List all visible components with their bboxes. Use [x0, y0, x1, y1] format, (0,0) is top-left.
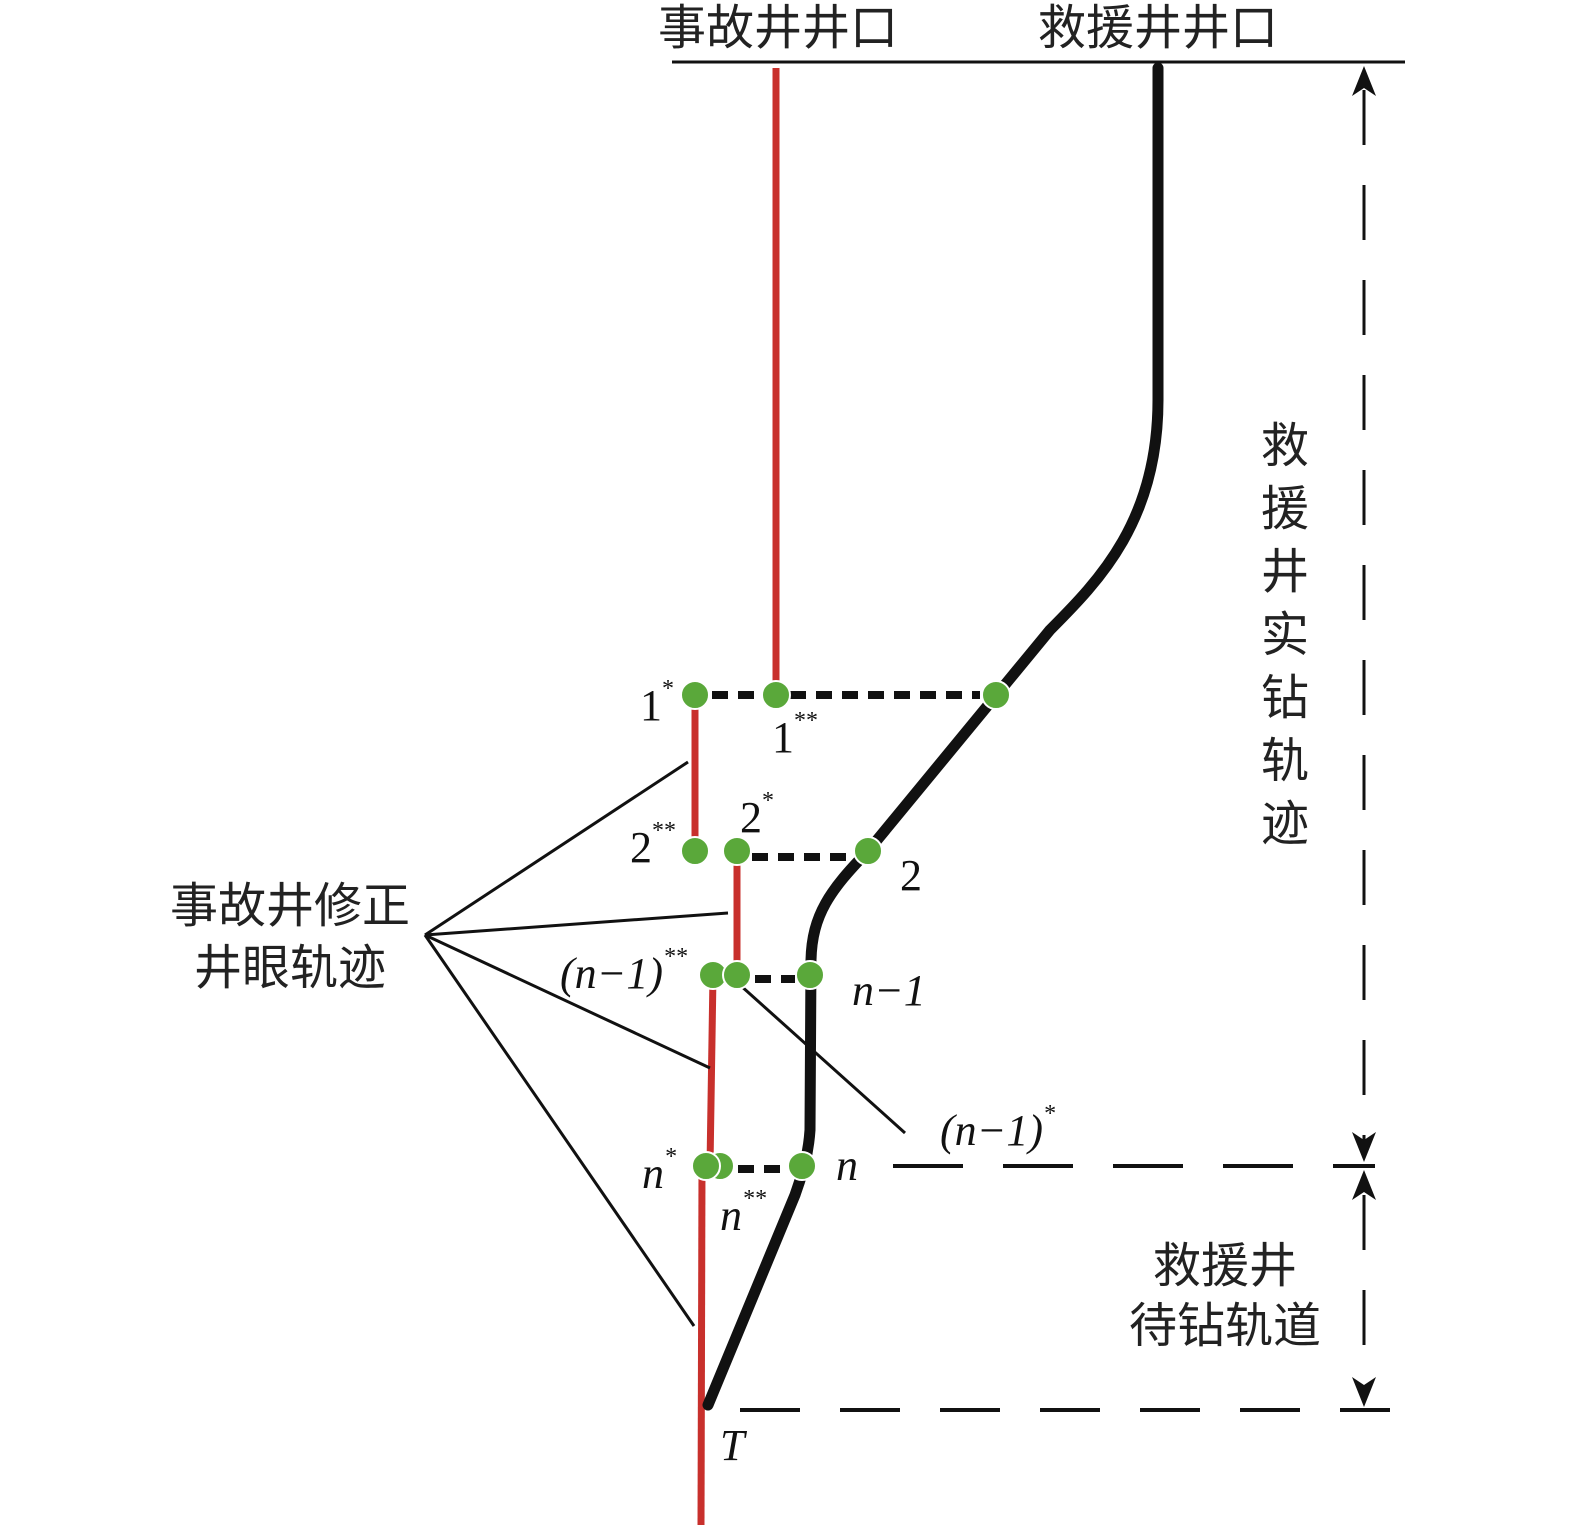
arrow-down-icon: [1352, 1132, 1376, 1162]
relief-wellhead-label: 救援井井口: [1038, 0, 1278, 56]
arrow-up-icon: [1352, 66, 1376, 96]
label-target: T: [720, 1421, 748, 1470]
label-1-star: 1*: [640, 676, 674, 730]
label-2-dstar: 2**: [630, 818, 676, 872]
label-2: 2: [900, 851, 922, 900]
svg-text:井: 井: [1261, 544, 1309, 600]
drilled-dimension: [740, 90, 1390, 1412]
point-n1-star: [722, 960, 752, 990]
point-1-star: [680, 680, 710, 710]
leader-lines: [423, 760, 907, 1327]
relief-todrill-label-1: 救援井: [1153, 1238, 1297, 1294]
label-n-star: n*: [642, 1144, 676, 1198]
accident-well-trajectory: [691, 68, 780, 1526]
label-n: n: [836, 1141, 858, 1190]
arrow-up-icon: [1352, 1170, 1376, 1200]
point-2: [853, 836, 883, 866]
label-2-star: 2*: [740, 788, 774, 842]
relief-todrill-label-2: 待钻轨道: [1129, 1298, 1321, 1354]
label-n-dstar: n**: [720, 1186, 766, 1240]
label-1-dstar: 1**: [772, 708, 818, 762]
accident-wellhead-label: 事故井井口: [658, 0, 898, 56]
corrected-trajectory-label-2: 井眼轨迹: [194, 940, 386, 996]
svg-text:迹: 迹: [1261, 796, 1309, 852]
point-n-star: [691, 1151, 721, 1181]
point-n: [787, 1151, 817, 1181]
dimension-arrows: [1352, 66, 1376, 1407]
svg-text:钻: 钻: [1261, 670, 1309, 726]
relief-drilled-label: 救 援 井 实 钻 轨 迹: [1261, 418, 1309, 852]
label-n1: n−1: [852, 966, 926, 1015]
svg-text:救: 救: [1261, 418, 1309, 474]
point-2-star: [722, 836, 752, 866]
point-2-dstar: [680, 836, 710, 866]
correction-connectors: [712, 691, 980, 1173]
survey-points: [680, 680, 1011, 1181]
svg-text:援: 援: [1261, 481, 1309, 537]
point-1-dstar: [761, 680, 791, 710]
arrow-down-icon: [1352, 1377, 1376, 1407]
svg-text:轨: 轨: [1261, 733, 1309, 789]
label-n1-star: (n−1)*: [940, 1101, 1055, 1155]
corrected-trajectory-label-1: 事故井修正: [170, 878, 410, 934]
point-n1: [795, 960, 825, 990]
label-n1-dstar: (n−1)**: [560, 944, 687, 998]
svg-text:实: 实: [1261, 607, 1309, 663]
point-1: [981, 680, 1011, 710]
